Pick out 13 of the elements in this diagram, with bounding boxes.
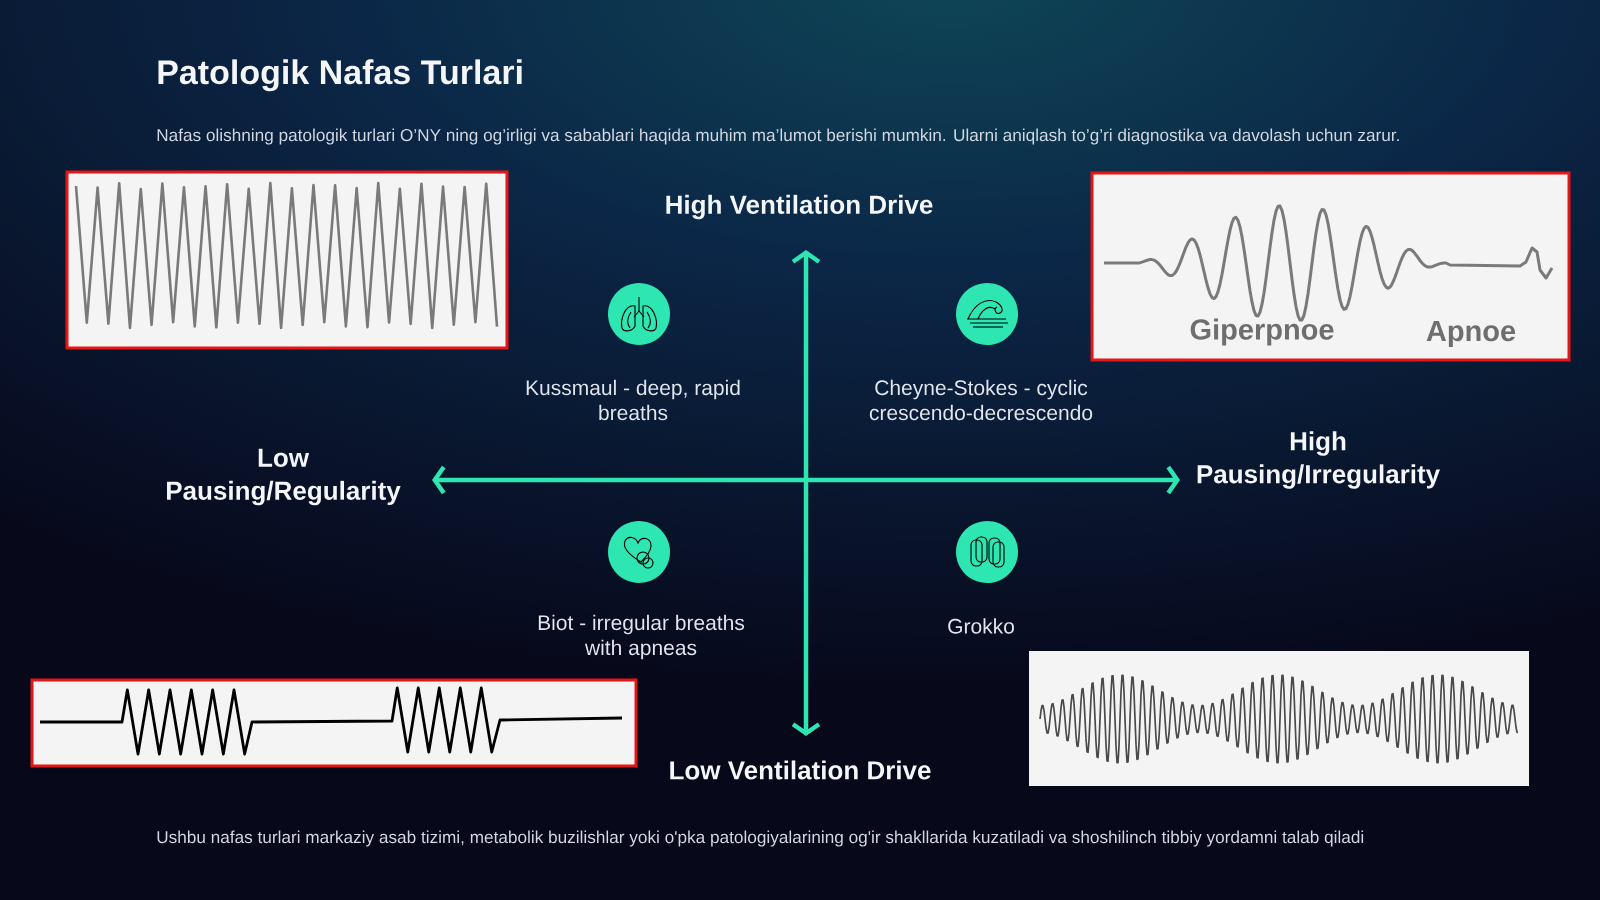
- pattern-label: Grokko: [948, 618, 1014, 634]
- waveform-label: Apnoe: [1426, 321, 1516, 347]
- axis-label: High Ventilation Drive: [666, 194, 933, 220]
- title: Patologik Nafas Turlari: [158, 59, 522, 92]
- footnote: Ushbu nafas turlari markaziy asab tizimi, metabolik buzilishlar yoki o'pka patologiyalarining og'ir shakllarida kuzatiladi va shoshilinch tibbiy yordamni talab qiladi: [157, 830, 1364, 847]
- subtitle: Nafas olishning patologik turlari O’NY ning og’irligi va sabablari haqida muhim ma’lumot berishi mumkin. Ularni aniqlash to’g’ri diagnostika va davolash uchun zarur.: [157, 128, 1399, 145]
- waveform-label: Giperpnoe: [1190, 318, 1334, 346]
- pattern-label: Biot - irregular breaths with apneas: [538, 614, 745, 660]
- axis-label: Low Pausing/Regularity: [167, 448, 401, 506]
- axis-label: Low Ventilation Drive: [670, 760, 931, 780]
- pattern-label: Cheyne-Stokes - cyclic crescendo-decrescendo: [869, 379, 1093, 421]
- axis-label: High Pausing/Irregularity: [1197, 431, 1440, 489]
- pattern-label: Kussmaul - deep, rapid breaths: [526, 379, 740, 421]
